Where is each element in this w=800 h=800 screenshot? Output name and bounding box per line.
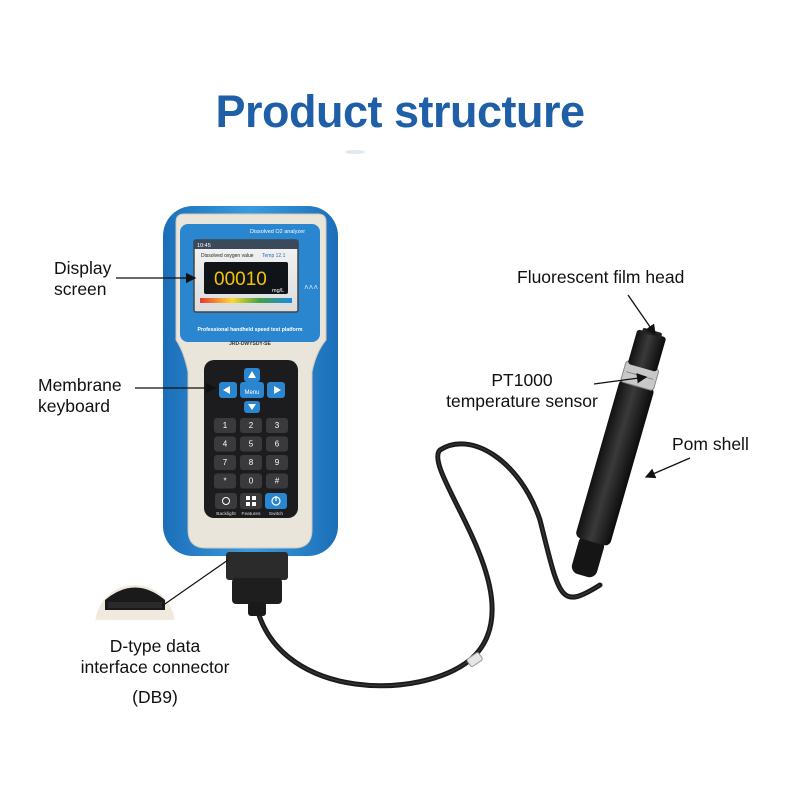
bulb-icon <box>222 497 230 505</box>
screen-param-label: Dissolved oxygen value <box>201 253 254 259</box>
down-arrow-icon <box>248 404 256 410</box>
pt1000-label: PT1000 temperature sensor <box>432 370 612 412</box>
screen-status-bar <box>194 240 298 249</box>
d-type-label-line1: D-type data <box>109 636 201 656</box>
device-platform-text: Professional handheld speed test platfor… <box>198 327 303 333</box>
db9-inset-leader <box>161 559 229 607</box>
display-screen-label-line1: Display <box>54 258 112 278</box>
fluorescent-film-head-label: Fluorescent film head <box>517 267 685 287</box>
up-arrow-icon <box>248 371 256 378</box>
digit-key[interactable] <box>266 418 288 433</box>
digit-key[interactable] <box>266 455 288 470</box>
probe <box>571 328 666 578</box>
db9-connector-hood <box>232 578 282 604</box>
screen-unit: mg/L <box>272 288 284 294</box>
d-type-label-line3: (DB9) <box>132 687 178 707</box>
menu-key[interactable] <box>240 382 264 398</box>
digit-key[interactable] <box>214 436 236 452</box>
membrane-keyboard-label-line1: Membrane <box>38 375 122 395</box>
db9-strain-relief <box>248 602 266 616</box>
digit-key[interactable] <box>240 473 262 489</box>
switch-key-label: Switch <box>269 511 283 517</box>
display-screen-label-line2: screen <box>54 279 107 299</box>
digit-key[interactable] <box>266 473 288 489</box>
handheld-meter: ˄˄˄ 1 2 3 4 5 6 7 8 9 * 0 # <box>163 206 338 616</box>
probe-strain-relief <box>571 535 605 578</box>
features-key[interactable] <box>240 493 262 509</box>
gauge-bar <box>200 298 292 303</box>
digit-key[interactable] <box>240 418 262 433</box>
device-model-text: JRD-DWYSDY-SE <box>229 341 271 347</box>
digit-key-label: 9 <box>275 458 280 467</box>
backlight-key[interactable] <box>215 493 237 509</box>
cable-highlight <box>257 443 601 687</box>
screen-side-chevrons: ˄˄˄ <box>304 283 318 292</box>
digit-key-label: # <box>275 477 280 486</box>
digit-key-label: 4 <box>223 440 228 449</box>
digit-key[interactable] <box>214 418 236 433</box>
digit-key-label: 0 <box>249 477 254 486</box>
pt1000-label-line1: PT1000 <box>491 370 553 390</box>
left-arrow-icon <box>223 386 230 394</box>
d-type-connector-label: D-type data interface connector (DB9) <box>40 636 270 708</box>
film-head-leader <box>627 294 656 336</box>
right-arrow-icon <box>274 386 281 394</box>
menu-key-label: Menu <box>244 390 259 396</box>
digit-key-label: 2 <box>249 421 254 430</box>
grid-icon <box>246 496 250 500</box>
device-brand-tag: Dissolved O2 analyzer <box>250 229 305 235</box>
db9-connector-plug <box>226 552 288 580</box>
digit-key[interactable] <box>214 473 236 489</box>
display-screen-label: Display screen <box>54 258 111 300</box>
screen-reading: 00010 <box>214 269 267 290</box>
fluorescent-film-head <box>628 329 666 372</box>
digit-key-label: 7 <box>223 458 228 467</box>
d-type-label-line2: interface connector <box>80 657 230 677</box>
pom-shell-leader <box>644 457 691 479</box>
digit-key[interactable] <box>266 436 288 452</box>
membrane-keyboard-label-line2: keyboard <box>38 396 110 416</box>
digit-key-label: 6 <box>275 440 280 449</box>
pom-shell-body <box>576 379 654 546</box>
features-key-label: Features <box>242 511 262 517</box>
pom-shell-label: Pom shell <box>672 434 749 454</box>
screen-time: 10:45 <box>197 243 211 249</box>
membrane-keyboard-label: Membrane keyboard <box>38 375 122 417</box>
cable-tie <box>466 652 483 668</box>
digit-key-label: 3 <box>275 421 280 430</box>
screen-temp-label: Temp 12.1 <box>262 253 286 259</box>
pt1000-label-line2: temperature sensor <box>446 391 598 411</box>
title-shadow <box>345 150 365 154</box>
digit-key-label: * <box>223 477 226 486</box>
reading-box <box>204 262 288 294</box>
digit-keypad: 1 2 3 4 5 6 7 8 9 * 0 # <box>214 418 288 489</box>
digit-key[interactable] <box>240 455 262 470</box>
digit-key-label: 8 <box>249 458 254 467</box>
digit-key[interactable] <box>214 455 236 470</box>
pt1000-leader <box>593 373 648 385</box>
page-title: Product structure <box>215 86 585 137</box>
backlight-key-label: Backlight <box>216 511 236 517</box>
digit-key-label: 1 <box>223 421 228 430</box>
digit-key[interactable] <box>240 436 262 452</box>
digit-key-label: 5 <box>249 440 254 449</box>
